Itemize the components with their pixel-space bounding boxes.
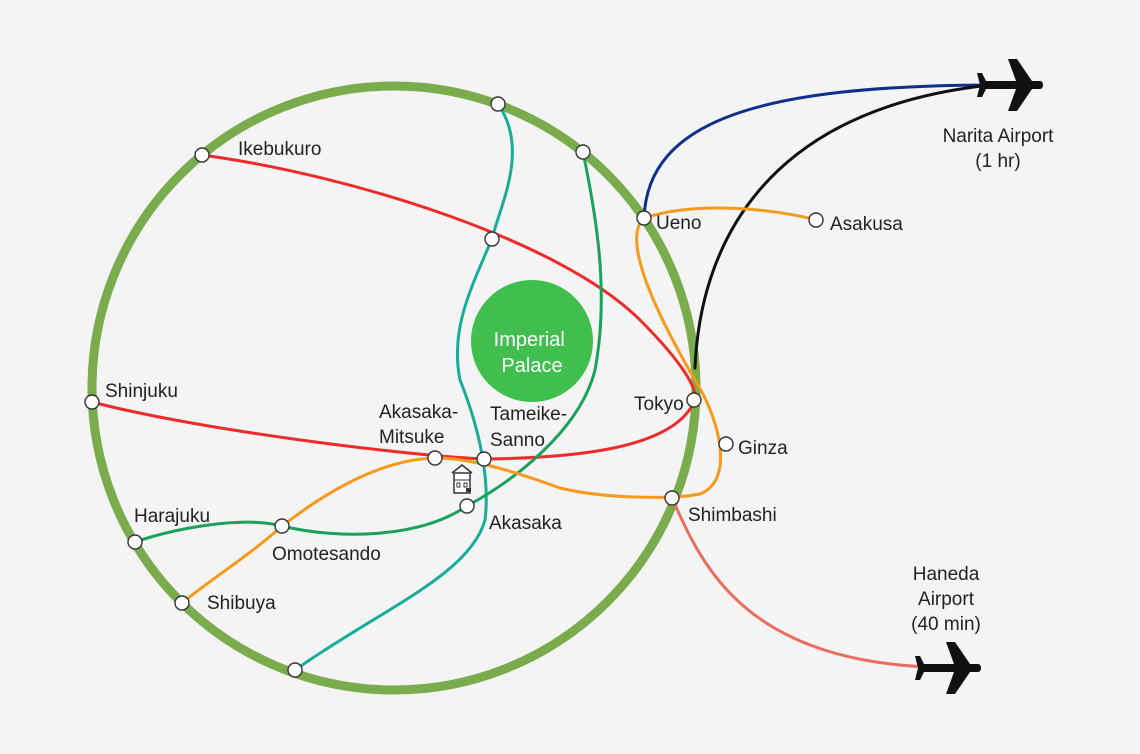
- station-shimbashi[interactable]: [664, 490, 680, 506]
- label-akasaka-mitsuke-2: Mitsuke: [379, 427, 444, 448]
- namboku-line: [293, 102, 514, 672]
- plane-icon: [977, 59, 1043, 111]
- line-to-narita-black: [693, 83, 992, 370]
- station-shinjuku[interactable]: [84, 394, 100, 410]
- station-upper-right[interactable]: [575, 144, 591, 160]
- label-haneda-name-1: Haneda: [913, 564, 980, 585]
- label-shimbashi: Shimbashi: [688, 505, 777, 526]
- hotel-icon: [451, 464, 473, 494]
- label-ueno: Ueno: [656, 213, 701, 234]
- station-akasaka[interactable]: [459, 498, 475, 514]
- label-harajuku: Harajuku: [134, 506, 210, 527]
- station-tokyo[interactable]: [686, 392, 702, 408]
- label-tameike-sanno-1: Tameike-: [490, 404, 567, 425]
- label-ginza: Ginza: [738, 438, 788, 459]
- label-asakusa: Asakusa: [830, 214, 903, 235]
- line-to-narita-blue: [642, 83, 992, 220]
- station-tameike-sanno[interactable]: [476, 451, 492, 467]
- station-top[interactable]: [490, 96, 506, 112]
- yamanote-line: [87, 81, 701, 695]
- station-ginza[interactable]: [718, 436, 734, 452]
- label-haneda-name-2: Airport: [918, 589, 975, 610]
- station-asakusa[interactable]: [808, 212, 824, 228]
- label-akasaka-mitsuke-1: Akasaka-: [379, 402, 458, 423]
- palace-label: Imperial Palace: [494, 329, 571, 377]
- label-shibuya: Shibuya: [207, 593, 276, 614]
- label-akasaka: Akasaka: [489, 513, 562, 534]
- label-tameike-sanno-2: Sanno: [490, 430, 545, 451]
- station-akasaka-mitsuke[interactable]: [427, 450, 443, 466]
- imperial-palace: [471, 280, 593, 402]
- label-omotesando: Omotesando: [272, 544, 381, 565]
- label-ikebukuro: Ikebukuro: [238, 139, 321, 160]
- station-bottom[interactable]: [287, 662, 303, 678]
- station-ikebukuro[interactable]: [194, 147, 210, 163]
- label-tokyo: Tokyo: [634, 394, 684, 415]
- palace-label-line2: Palace: [501, 355, 562, 377]
- station-omotesando[interactable]: [274, 518, 290, 534]
- station-harajuku[interactable]: [127, 534, 143, 550]
- label-narita-time: (1 hr): [975, 151, 1020, 172]
- label-shinjuku: Shinjuku: [105, 381, 178, 402]
- label-haneda-time: (40 min): [911, 614, 981, 635]
- station-ueno[interactable]: [636, 210, 652, 226]
- plane-icon-haneda: [915, 642, 981, 694]
- station-shibuya[interactable]: [174, 595, 190, 611]
- palace-label-line1: Imperial: [494, 329, 565, 351]
- line-to-haneda: [670, 496, 932, 669]
- station-north[interactable]: [484, 231, 500, 247]
- label-narita-name: Narita Airport: [943, 126, 1055, 147]
